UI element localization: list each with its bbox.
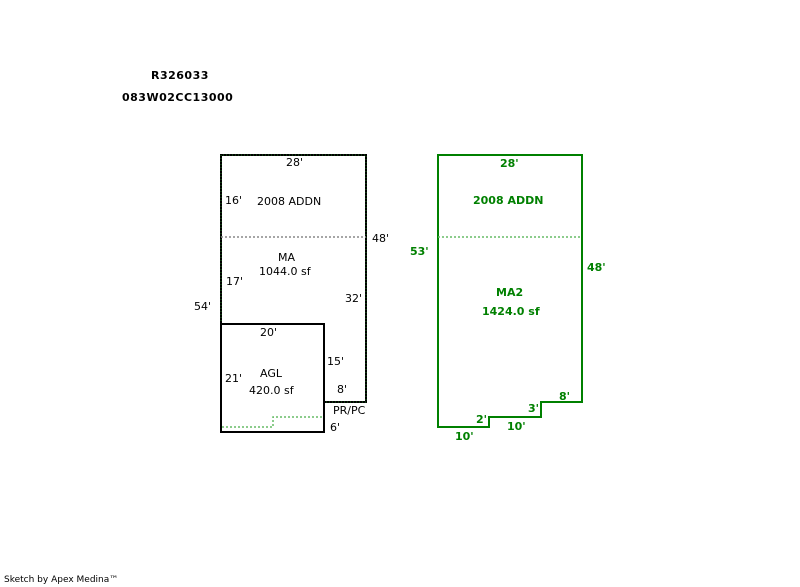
dim-agl-left: 21' — [225, 372, 242, 385]
left-sketch: 28' 16' 2008 ADDN 48' MA 1044.0 sf 17' 3… — [194, 154, 389, 434]
dim-step2-width: 10' — [507, 420, 526, 433]
right-sketch: 28' 2008 ADDN 53' 48' MA2 1424.0 sf 8' 3… — [410, 154, 606, 443]
dim-step3-width: 8' — [559, 390, 570, 403]
dim-porch-height: 8' — [337, 383, 347, 396]
dim-addn-left: 16' — [225, 194, 242, 207]
addn-label: 2008 ADDN — [257, 195, 321, 208]
main-outline — [220, 154, 367, 403]
parcel-id: R326033 — [151, 69, 209, 82]
agl-area: 420.0 sf — [249, 384, 295, 397]
dim-top: 28' — [500, 157, 519, 170]
dim-agl-right: 15' — [327, 355, 344, 368]
dim-top: 28' — [286, 156, 303, 169]
dim-step2-rise: 3' — [528, 402, 539, 415]
footer-credit: Sketch by Apex Medina™ — [4, 575, 119, 585]
ma2-area: 1424.0 sf — [482, 305, 540, 318]
agl-label: AGL — [260, 367, 283, 380]
dim-ma-left: 17' — [226, 275, 243, 288]
ma2-label: MA2 — [496, 286, 523, 299]
addn-label: 2008 ADDN — [473, 194, 543, 207]
ma-area: 1044.0 sf — [259, 265, 312, 278]
dim-ma-right: 32' — [345, 292, 362, 305]
agl-outline — [220, 323, 325, 433]
dim-left: 53' — [410, 245, 429, 258]
porch-label: PR/PC — [333, 404, 366, 417]
dim-right-upper: 48' — [372, 232, 389, 245]
map-number: 083W02CC13000 — [122, 91, 234, 104]
dim-step1-width: 10' — [455, 430, 474, 443]
dim-porch-width: 6' — [330, 421, 340, 434]
dim-overall-left: 54' — [194, 300, 211, 313]
ma-label: MA — [278, 251, 295, 264]
dim-step1-rise: 2' — [476, 413, 487, 426]
dim-agl-top: 20' — [260, 326, 277, 339]
porch-dotted-line — [222, 416, 323, 428]
ma2-outline — [437, 154, 583, 428]
dim-right: 48' — [587, 261, 606, 274]
